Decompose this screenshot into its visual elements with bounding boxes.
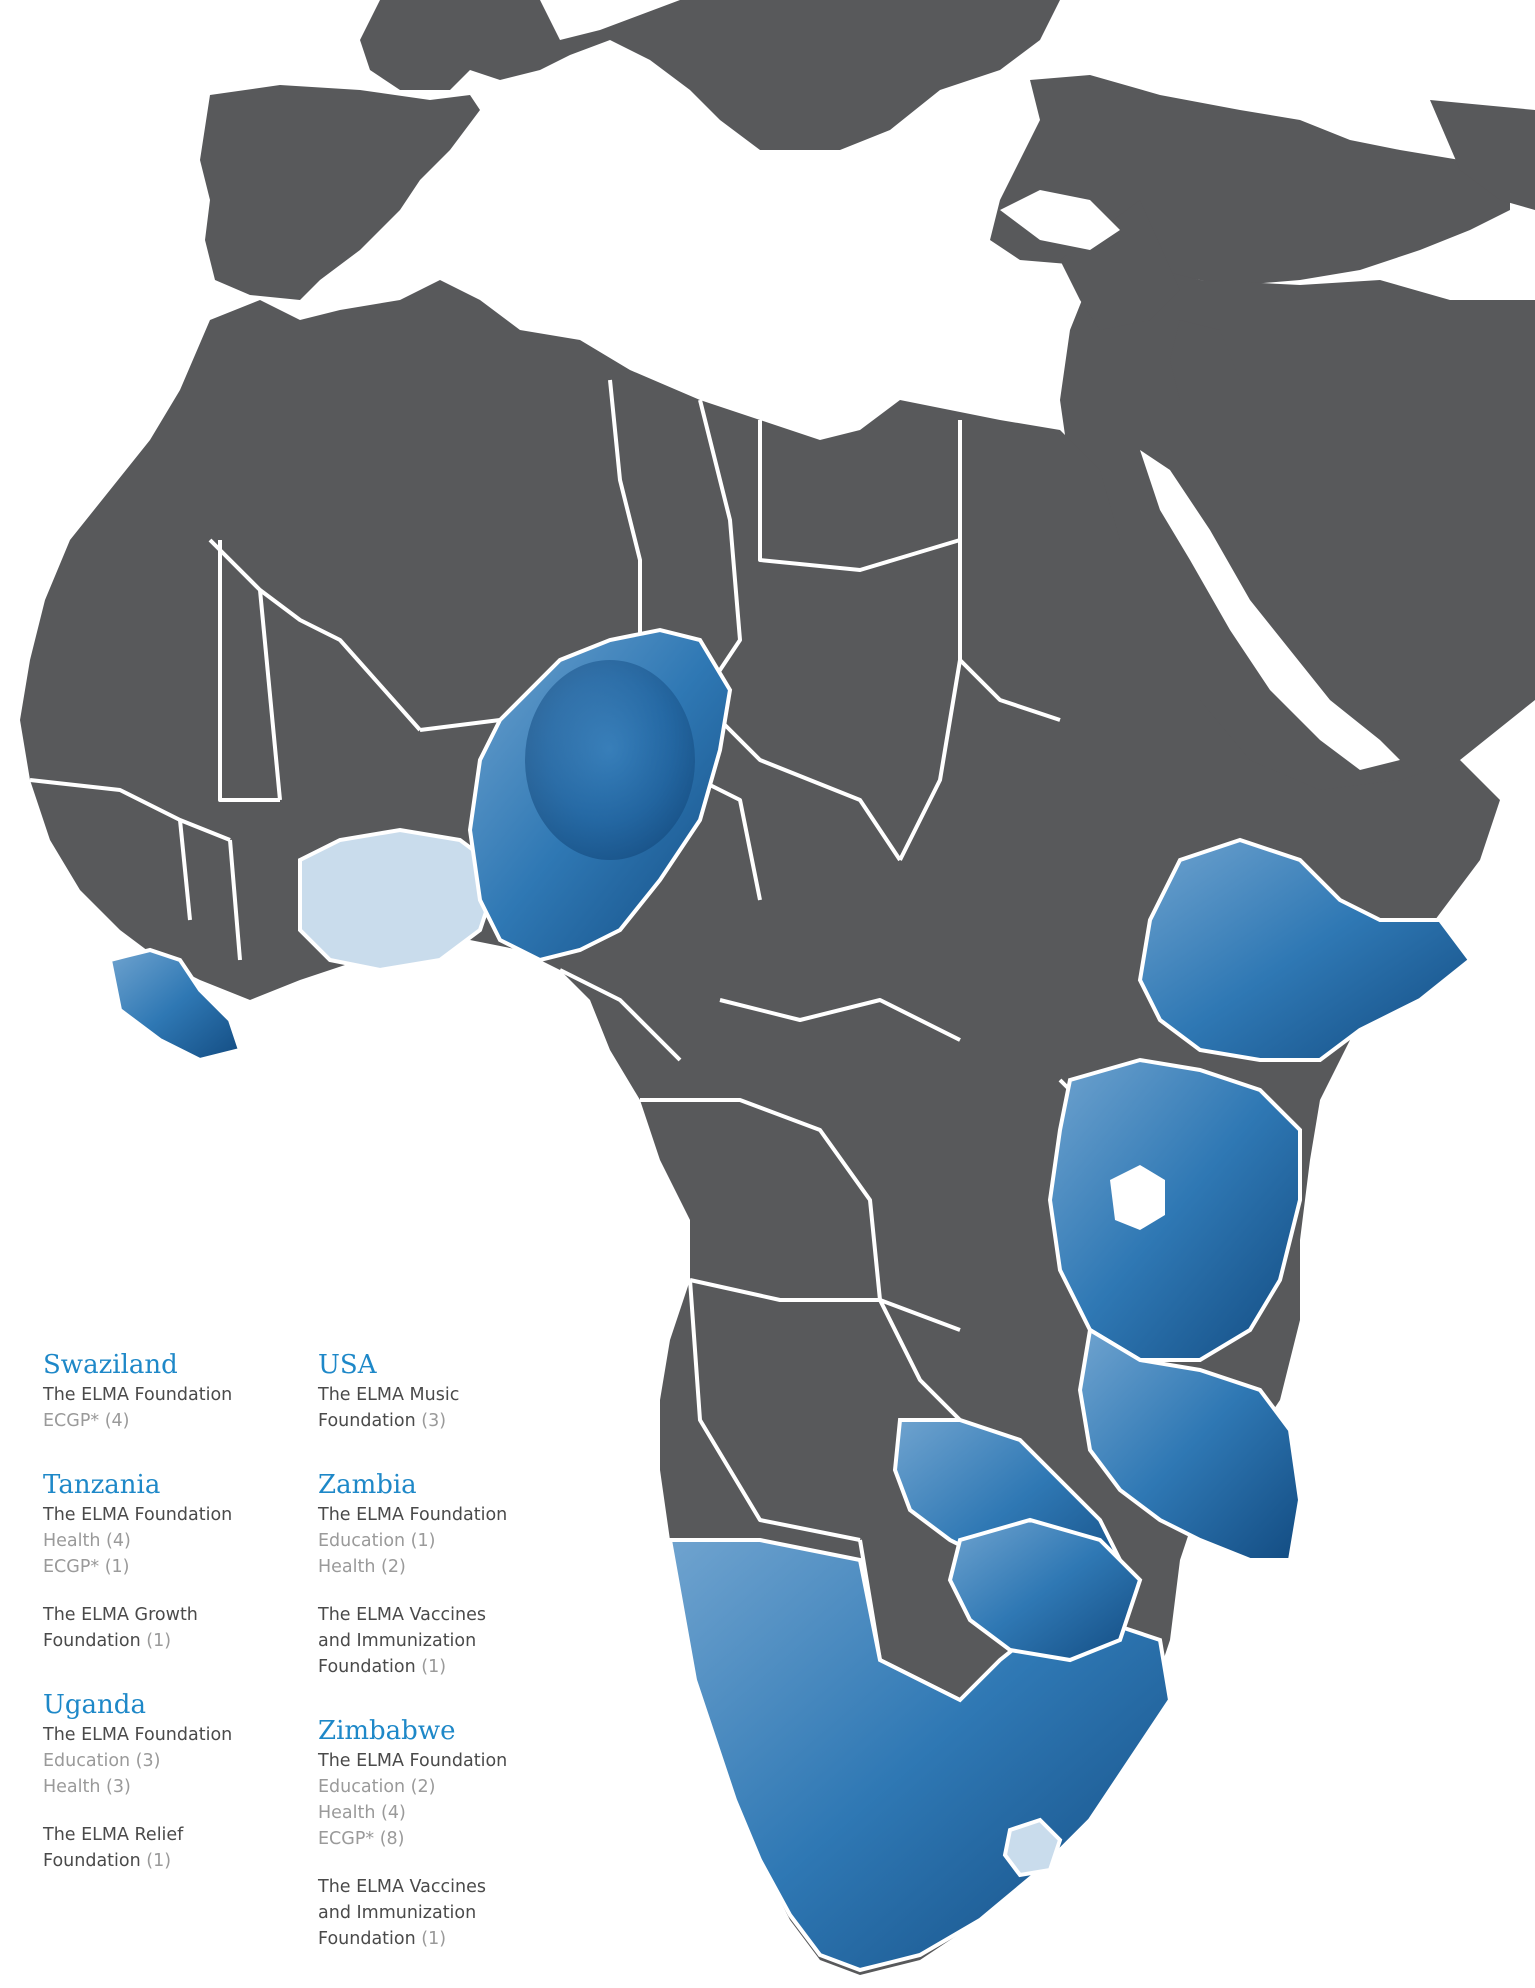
organization-name-text: The ELMA Music bbox=[318, 1385, 460, 1405]
lesotho bbox=[1002, 1817, 1063, 1878]
organization-name-text: The ELMA Foundation bbox=[318, 1751, 508, 1771]
grant-count: (1) bbox=[146, 1851, 172, 1871]
lake-victoria bbox=[1110, 1165, 1165, 1230]
organization-name-line: and Immunization bbox=[318, 1628, 578, 1654]
organization-name-text: Foundation bbox=[43, 1851, 141, 1871]
organization-name-text: Foundation bbox=[43, 1631, 141, 1651]
highlight-region-coast bbox=[107, 947, 243, 1063]
organization-name-line: The ELMA Relief bbox=[43, 1822, 303, 1848]
organization-name-line: and Immunization bbox=[318, 1900, 578, 1926]
highlight-region-east bbox=[1047, 1057, 1302, 1362]
organization-name-text: Foundation bbox=[318, 1411, 416, 1431]
program-line: ECGP* (1) bbox=[43, 1557, 130, 1577]
organization-name-line: Foundation (1) bbox=[43, 1628, 303, 1654]
organization-name-line: The ELMA Foundation bbox=[43, 1722, 303, 1748]
organization-name-line: The ELMA Foundation bbox=[43, 1382, 303, 1408]
organization-name-line: Foundation (1) bbox=[318, 1654, 578, 1680]
country-name: Zimbabwe bbox=[318, 1716, 456, 1746]
highlight-face-nigeria bbox=[525, 660, 695, 860]
program-line: Health (4) bbox=[43, 1531, 131, 1551]
country-name: Swaziland bbox=[43, 1350, 178, 1380]
organization-name-line: Foundation (1) bbox=[43, 1848, 303, 1874]
organization-name-line: The ELMA Music bbox=[318, 1382, 578, 1408]
organization-name-text: The ELMA Foundation bbox=[43, 1505, 233, 1525]
grant-count: (1) bbox=[421, 1657, 447, 1677]
organization-name-text: The ELMA Foundation bbox=[43, 1385, 233, 1405]
program-line: Education (3) bbox=[43, 1751, 161, 1771]
water-features bbox=[500, 170, 1400, 770]
organization-name-text: The ELMA Foundation bbox=[43, 1725, 233, 1745]
highlight-region-ethiopia bbox=[1137, 837, 1473, 1062]
country-name: Tanzania bbox=[43, 1470, 161, 1500]
organization-name-text: Foundation bbox=[318, 1657, 416, 1677]
highlight-region-tanzania bbox=[1077, 1326, 1303, 1562]
organization-name-text: The ELMA Growth bbox=[43, 1605, 198, 1625]
organization-name-text: The ELMA Vaccines bbox=[318, 1605, 486, 1625]
organization-name-text: and Immunization bbox=[318, 1631, 477, 1651]
organization-name-line: The ELMA Foundation bbox=[43, 1502, 303, 1528]
highlighted-regions bbox=[107, 627, 1473, 1973]
highlight-region-west bbox=[298, 827, 503, 973]
grant-count: (1) bbox=[146, 1631, 172, 1651]
organization-name-line: The ELMA Vaccines bbox=[318, 1602, 578, 1628]
grant-count: (3) bbox=[421, 1411, 447, 1431]
highlight-region-zimbabwe bbox=[947, 1517, 1143, 1663]
organization-name-line: Foundation (1) bbox=[318, 1926, 578, 1952]
organization-name-text: The ELMA Vaccines bbox=[318, 1877, 486, 1897]
organization-name-text: The ELMA Foundation bbox=[318, 1505, 508, 1525]
organization-name-line: The ELMA Foundation bbox=[318, 1502, 578, 1528]
program-line: Health (3) bbox=[43, 1777, 131, 1797]
program-line: Education (1) bbox=[318, 1531, 436, 1551]
organization-name-text: and Immunization bbox=[318, 1903, 477, 1923]
organization-name-line: The ELMA Growth bbox=[43, 1602, 303, 1628]
program-line: ECGP* (4) bbox=[43, 1411, 130, 1431]
program-line: Education (2) bbox=[318, 1777, 436, 1797]
organization-name-text: The ELMA Relief bbox=[43, 1825, 184, 1845]
program-line: Health (2) bbox=[318, 1557, 406, 1577]
organization-name-line: Foundation (3) bbox=[318, 1408, 578, 1434]
grant-count: (1) bbox=[421, 1929, 447, 1949]
organization-name-line: The ELMA Foundation bbox=[318, 1748, 578, 1774]
africa-landmass bbox=[20, 200, 1500, 1975]
program-line: Health (4) bbox=[318, 1803, 406, 1823]
organization-name-line: The ELMA Vaccines bbox=[318, 1874, 578, 1900]
program-line: ECGP* (8) bbox=[318, 1829, 405, 1849]
country-name: Uganda bbox=[43, 1690, 146, 1720]
organization-name-text: Foundation bbox=[318, 1929, 416, 1949]
country-name: USA bbox=[318, 1350, 377, 1380]
country-name: Zambia bbox=[318, 1470, 417, 1500]
